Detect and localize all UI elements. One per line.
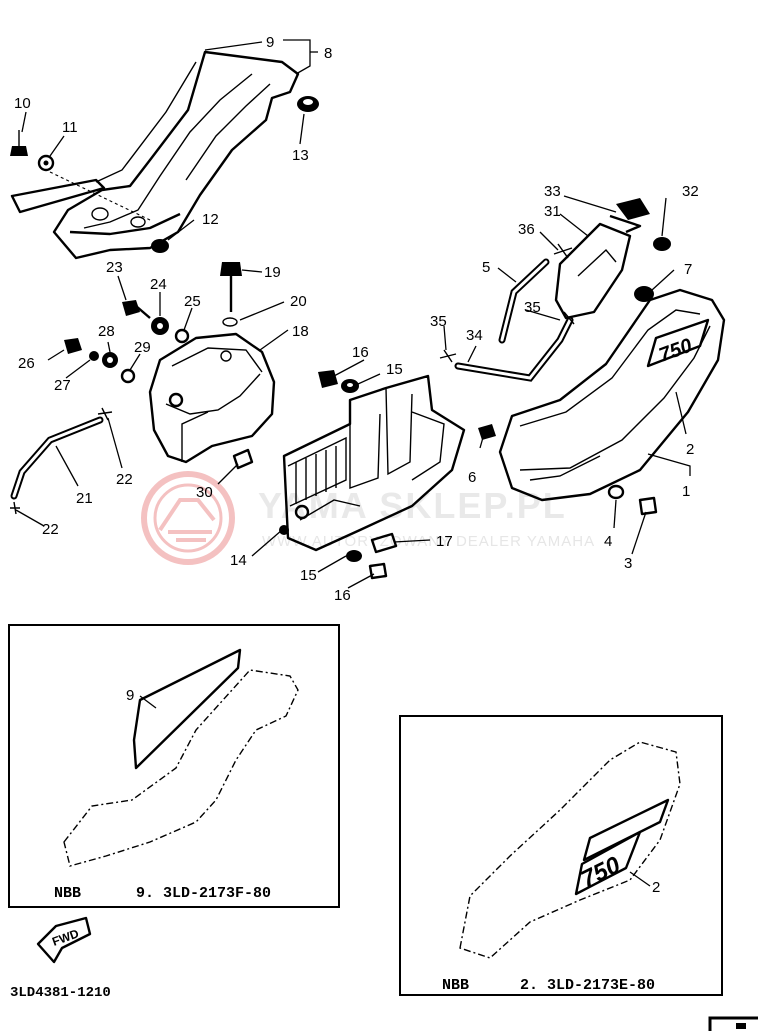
label-2: 2: [686, 441, 694, 458]
grommet-15b-icon: [346, 550, 362, 562]
hose-21-icon: [10, 416, 104, 500]
label-21: 21: [76, 490, 93, 507]
label-29: 29: [134, 339, 151, 356]
label-9: 9: [266, 34, 274, 51]
hose-34-icon: [454, 316, 574, 382]
washer-4-icon: [607, 484, 625, 500]
label-28: 28: [98, 323, 115, 340]
collar-11-icon: [37, 154, 55, 172]
washer-20-icon: [222, 317, 238, 327]
label-16-lower: 16: [334, 587, 351, 604]
label-16-upper: 16: [352, 344, 369, 361]
tool-holder-part-31: [554, 222, 632, 320]
leader-lines: [15, 39, 691, 589]
label-20: 20: [290, 293, 307, 310]
clip-36-icon: [553, 243, 573, 259]
label-14: 14: [230, 552, 247, 569]
side-cover-part-1: 750: [498, 288, 726, 502]
inset-right-code: NBB: [442, 977, 469, 994]
grommet-32-icon: [653, 237, 671, 251]
inset-left-label-9: 9: [126, 687, 134, 704]
label-35-right: 35: [524, 299, 541, 316]
clip-35-icon: [439, 311, 575, 363]
hose-5-icon: [498, 258, 550, 344]
label-5: 5: [482, 259, 490, 276]
collar-25-icon: [174, 328, 190, 344]
inset-left: 9 NBB 9. 3LD-2173F-80: [8, 624, 340, 908]
inset-left-part-number: 9. 3LD-2173F-80: [136, 885, 271, 902]
label-6: 6: [468, 469, 476, 486]
label-30: 30: [196, 484, 213, 501]
label-22-lower: 22: [42, 521, 59, 538]
fwd-arrow-icon: FWD: [36, 916, 92, 964]
washer-27-icon: [89, 351, 99, 361]
label-25: 25: [184, 293, 201, 310]
corner-mark-icon: [708, 1016, 758, 1031]
watermark-logo-icon: [141, 471, 235, 565]
label-11: 11: [62, 119, 78, 136]
label-19: 19: [264, 264, 281, 281]
damper-17-icon: [370, 532, 398, 554]
callout-labels: 9 8 10 11 13 12 19 20 18 23 24 25 28 29 …: [14, 34, 699, 604]
screw-19-icon: [220, 262, 242, 312]
label-12: 12: [202, 211, 219, 228]
inset-right-part-number: 2. 3LD-2173E-80: [520, 977, 655, 994]
bolt-16b-icon: [368, 562, 388, 580]
label-33: 33: [544, 183, 561, 200]
nut-24-icon: [151, 317, 169, 335]
label-15-upper: 15: [386, 361, 403, 378]
label-4: 4: [604, 533, 612, 550]
watermark: YAMA SKLEP.PL WWW.AUTORYZOWANY DEALER YA…: [141, 471, 594, 565]
label-13: 13: [292, 147, 309, 164]
bolt-16a-icon: [318, 370, 338, 388]
label-8: 8: [324, 45, 332, 62]
label-10: 10: [14, 95, 31, 112]
grommet-7-icon: [634, 286, 654, 302]
label-23: 23: [106, 259, 123, 276]
label-35-left: 35: [430, 313, 447, 330]
nut-28-icon: [102, 352, 118, 368]
label-26: 26: [18, 355, 35, 372]
fuse-30-icon: [232, 448, 254, 470]
clip-22-icon: [10, 407, 113, 515]
label-22-upper: 22: [116, 471, 133, 488]
grommet-12-icon: [151, 239, 169, 253]
cap-33-icon: [609, 198, 650, 234]
decal-9-shape: [132, 648, 242, 770]
grommet-15a-icon: [341, 379, 359, 393]
frame-cover-part-8: [10, 50, 300, 260]
cover-emblem-text: 750: [656, 335, 695, 367]
battery-box-part-14: [282, 374, 466, 552]
grommet-13-icon: [297, 96, 319, 112]
air-box-cover-part-18: [148, 332, 276, 464]
diagram-code: 3LD4381-1210: [10, 985, 111, 1001]
label-1: 1: [682, 483, 690, 500]
label-34: 34: [466, 327, 483, 344]
bolt-26-icon: [64, 338, 82, 354]
screw-3-icon: [638, 496, 658, 516]
grommet-14-icon: [279, 525, 289, 535]
label-31: 31: [544, 203, 561, 220]
label-18: 18: [292, 323, 309, 340]
collar-29-icon: [120, 368, 136, 384]
label-32: 32: [682, 183, 699, 200]
bolt-10-icon: [10, 130, 28, 156]
label-3: 3: [624, 555, 632, 572]
label-27: 27: [54, 377, 71, 394]
label-7: 7: [684, 261, 692, 278]
label-24: 24: [150, 276, 167, 293]
label-17: 17: [436, 533, 453, 550]
inset-left-code: NBB: [54, 885, 81, 902]
inset-right: 750 2 NBB 2. 3LD-2173E-80: [399, 715, 723, 996]
grommet-6-icon: [478, 424, 496, 440]
label-36: 36: [518, 221, 535, 238]
bolt-23-icon: [122, 300, 151, 319]
inset-right-label-2: 2: [652, 879, 660, 896]
label-15-lower: 15: [300, 567, 317, 584]
